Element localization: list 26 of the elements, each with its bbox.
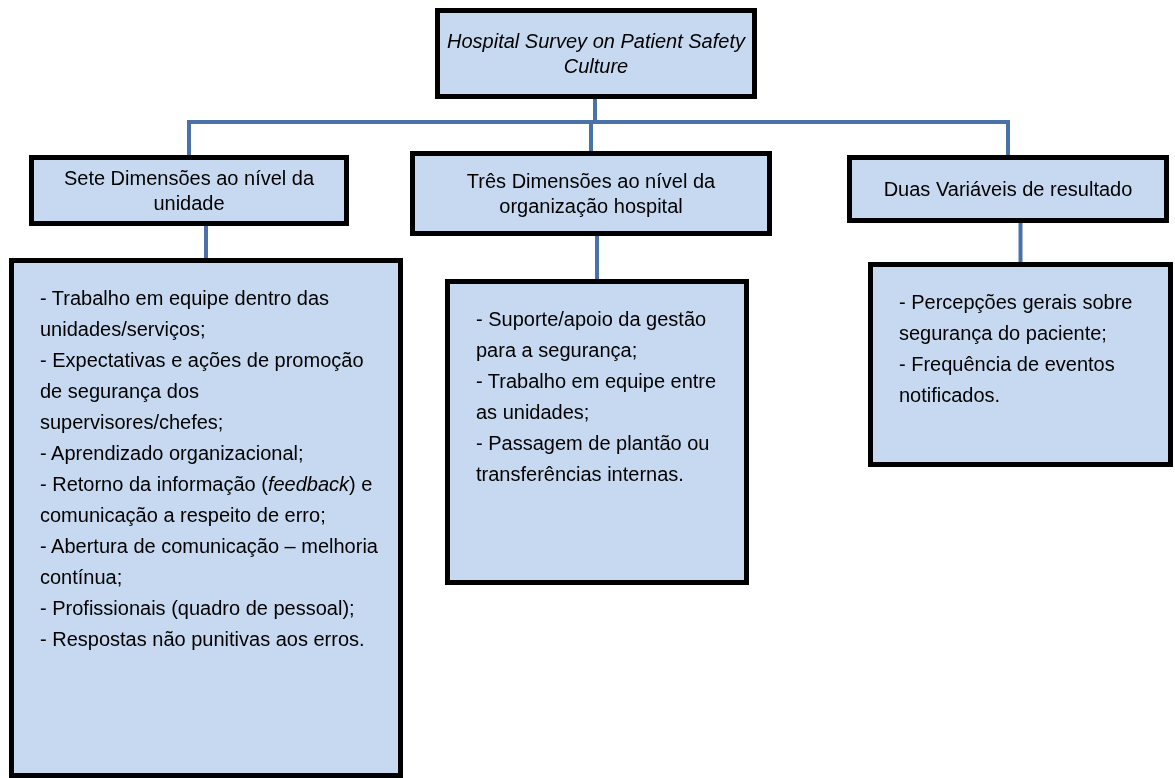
heading-box <box>410 151 772 236</box>
connector-line <box>204 226 208 258</box>
box-title: Hospital Survey on Patient Safety Culture <box>446 28 747 79</box>
box-title: Duas Variáveis de resultado <box>883 176 1133 202</box>
list-box <box>445 279 749 585</box>
box-title: Três Dimensões ao nível da organização hospital <box>465 168 717 219</box>
list-item: - Percepções gerais sobre segurança do paciente; <box>899 290 1134 346</box>
list-box <box>868 262 1173 467</box>
list-item: - Aprendizado organizacional; <box>40 441 305 466</box>
list-item: - Profissionais (quadro de pessoal); <box>40 596 356 621</box>
list-item: - Retorno da informação (feedback) e comunicação a respeito de erro; <box>40 472 374 528</box>
connector-line <box>595 236 599 279</box>
list-item: - Respostas não punitivas aos erros. <box>40 627 366 652</box>
connector-line <box>1018 223 1023 262</box>
list-item: - Abertura de comunicação – melhoria contínua; <box>40 534 379 590</box>
heading-box <box>847 155 1169 223</box>
heading-box <box>29 155 349 226</box>
list-item: - Passagem de plantão ou transferências internas. <box>476 431 711 487</box>
list-item: - Trabalho em equipe entre as unidades; <box>476 369 718 425</box>
heading-box <box>435 8 757 99</box>
list-item: - Trabalho em equipe dentro das unidades/serviços; <box>40 286 331 342</box>
box-title: Sete Dimensões ao nível da unidade <box>62 165 316 216</box>
list-item: - Expectativas e ações de promoção de segurança dos supervisores/chefes; <box>40 348 365 435</box>
list-box <box>9 258 403 778</box>
list-item: - Frequência de eventos notificados. <box>899 352 1116 408</box>
list-item: - Suporte/apoio da gestão para a segurança; <box>476 307 708 363</box>
